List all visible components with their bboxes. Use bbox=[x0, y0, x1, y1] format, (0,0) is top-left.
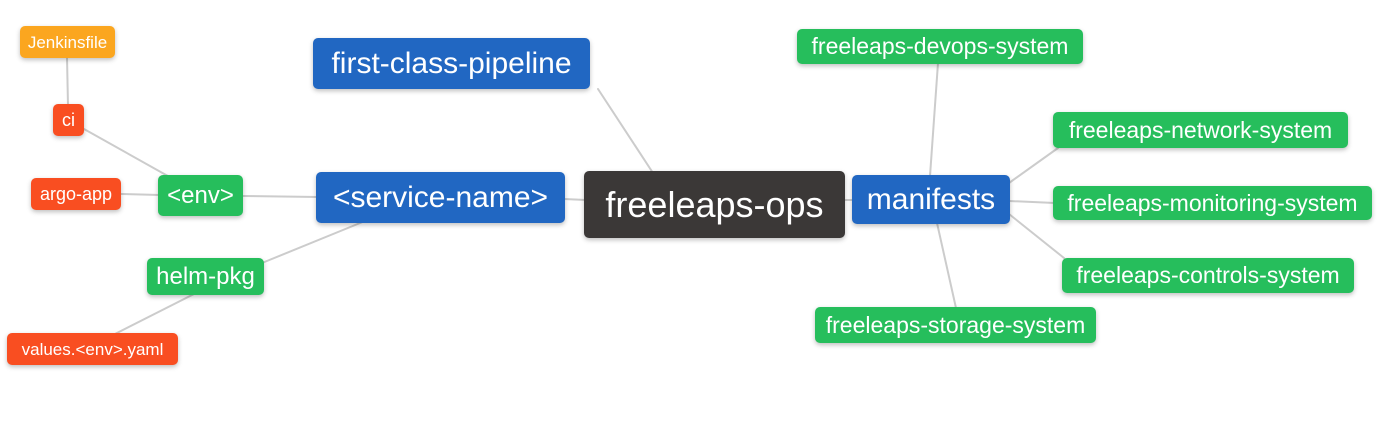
node-ci[interactable]: ci bbox=[53, 104, 84, 136]
node-freeleaps-ops[interactable]: freeleaps-ops bbox=[584, 171, 845, 238]
node-freeleaps-controls-system[interactable]: freeleaps-controls-system bbox=[1062, 258, 1354, 293]
node-freeleaps-storage-system[interactable]: freeleaps-storage-system bbox=[815, 307, 1096, 343]
node-freeleaps-network-system[interactable]: freeleaps-network-system bbox=[1053, 112, 1348, 148]
node-values-env-yaml[interactable]: values.<env>.yaml bbox=[7, 333, 178, 365]
node-env[interactable]: <env> bbox=[158, 175, 243, 216]
node-argo-app[interactable]: argo-app bbox=[31, 178, 121, 210]
node-freeleaps-devops-system[interactable]: freeleaps-devops-system bbox=[797, 29, 1083, 64]
node-helm-pkg[interactable]: helm-pkg bbox=[147, 258, 264, 295]
node-freeleaps-monitoring-system[interactable]: freeleaps-monitoring-system bbox=[1053, 186, 1372, 220]
node-first-class-pipeline[interactable]: first-class-pipeline bbox=[313, 38, 590, 89]
node-jenkinsfile[interactable]: Jenkinsfile bbox=[20, 26, 115, 58]
node-manifests[interactable]: manifests bbox=[852, 175, 1010, 224]
node-service-name[interactable]: <service-name> bbox=[316, 172, 565, 223]
